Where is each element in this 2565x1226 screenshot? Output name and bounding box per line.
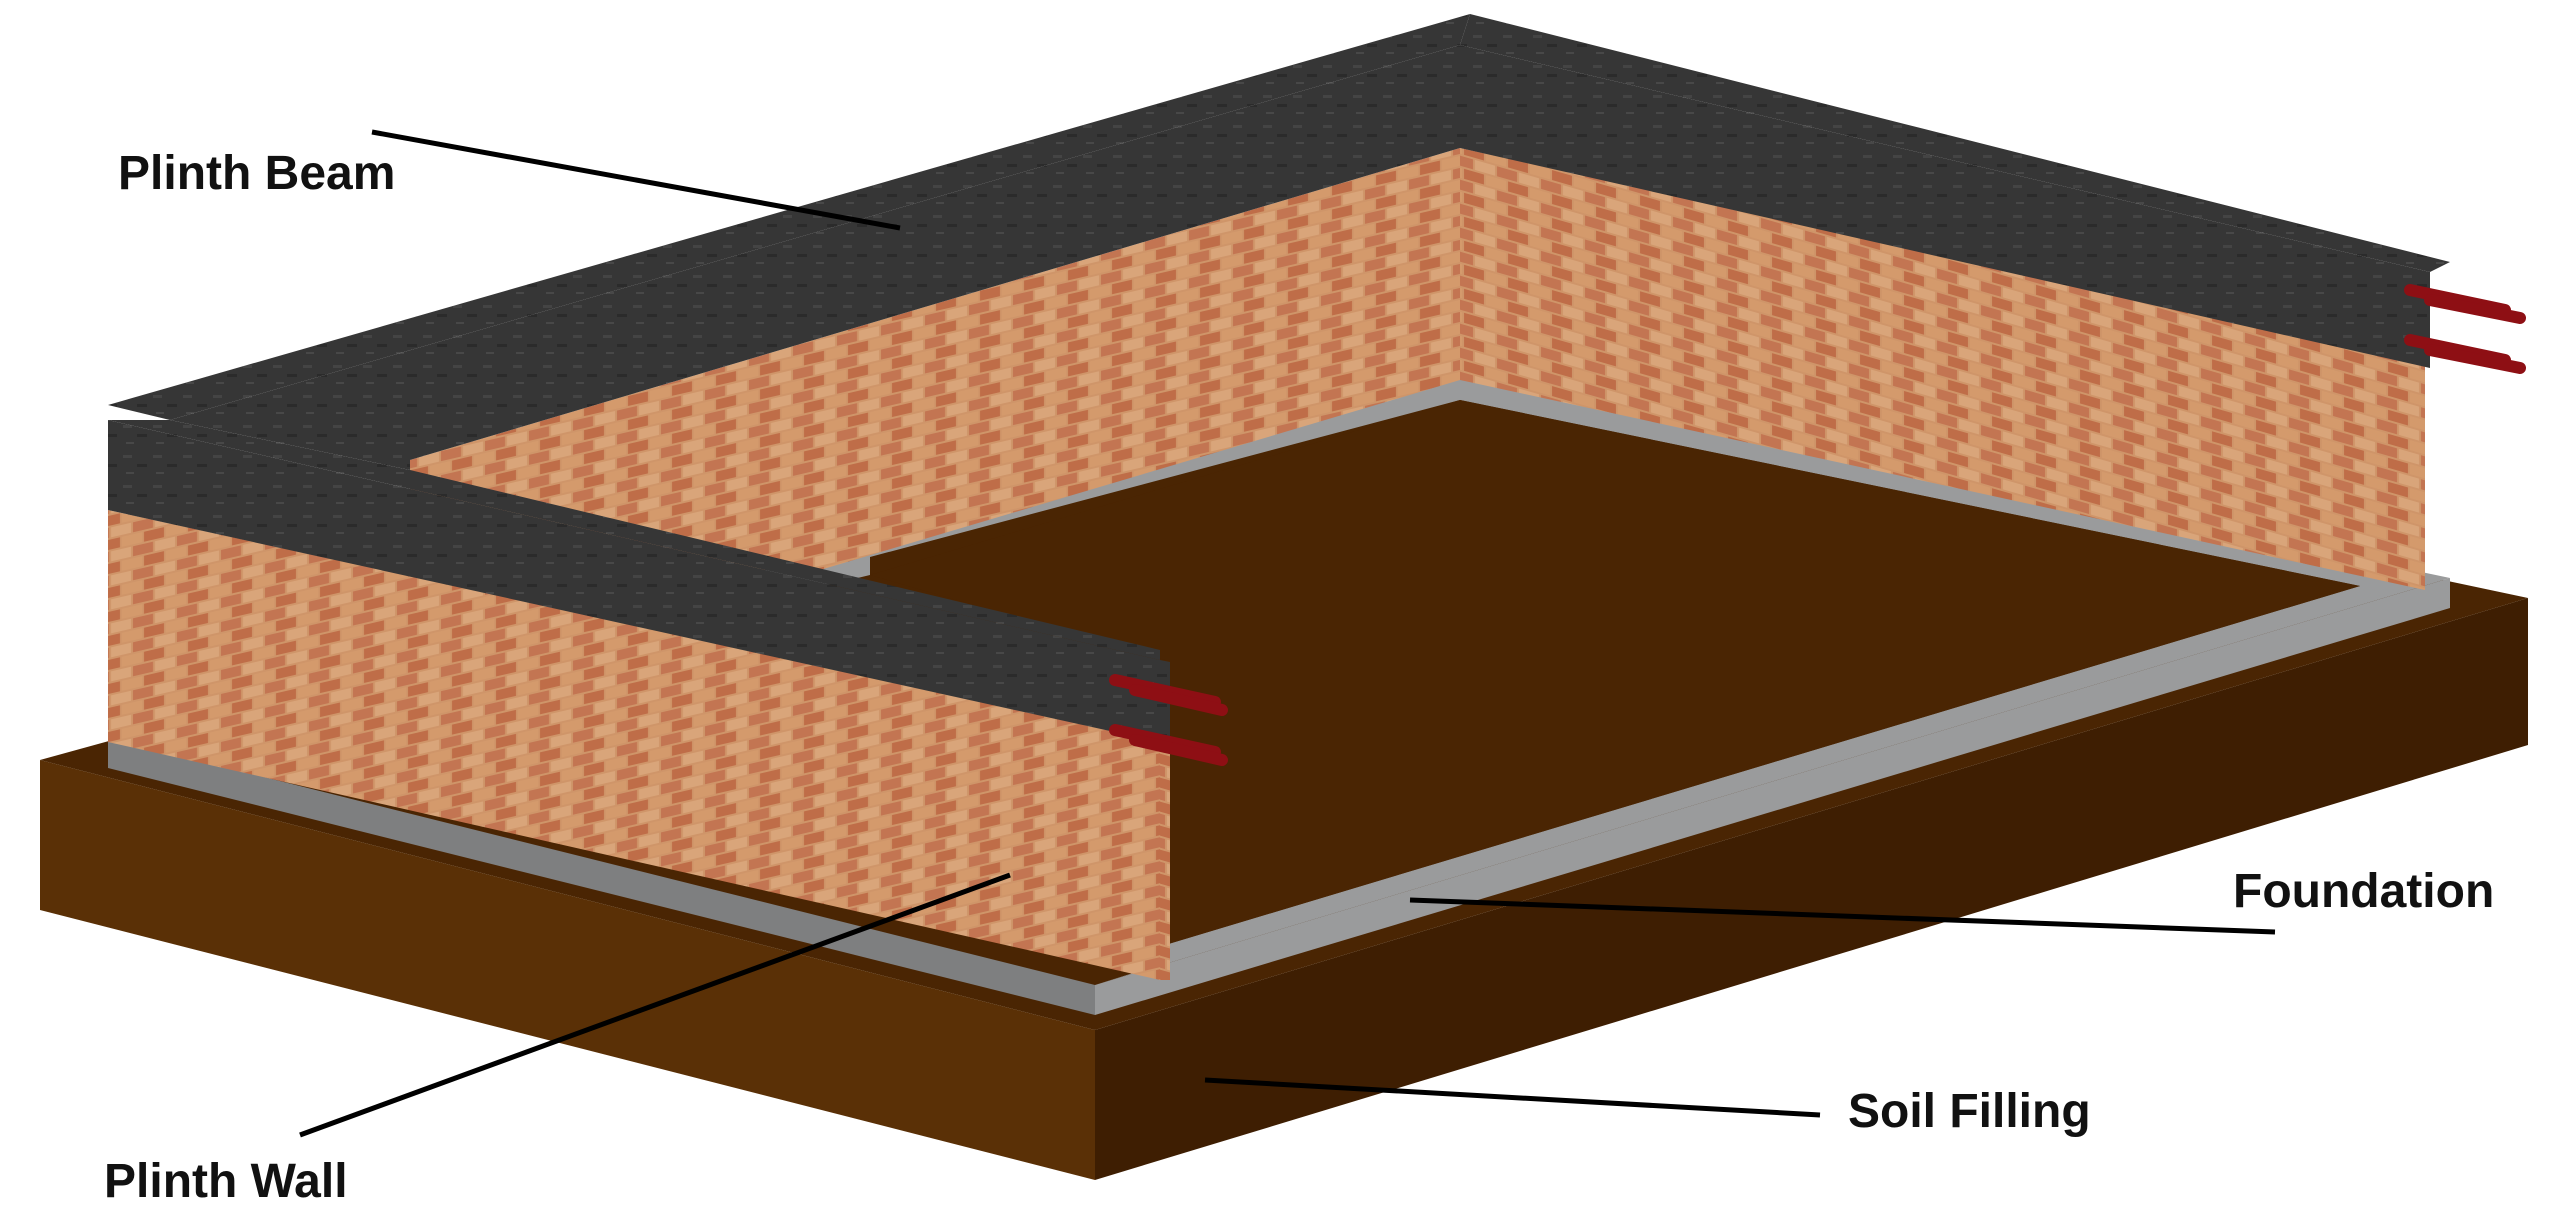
inner-soil-floor [870,400,2360,945]
foundation-right-face [1095,578,2450,1015]
back-left-brick-wall [410,148,1460,570]
soil-filling-label: Soil Filling [1848,1085,2091,1138]
soil-filling-left-face [40,760,1095,1180]
plinth-beam-leader-line [371,129,901,231]
rebar-back-end [2404,284,2526,374]
plinth-beam-front-face [108,420,1160,742]
foundation-left-face [108,738,1095,1015]
plinth-beam-right-top [1460,14,2450,272]
soil-filling-leader-line [1204,1077,1821,1118]
front-left-brick-wall [108,510,1160,980]
front-wall-end [1160,740,1170,980]
rebar-front-end [1109,674,1228,766]
soil-filling-right-face [1095,598,2528,1180]
plinth-wall-label: Plinth Wall [104,1155,348,1208]
back-right-brick-wall [1460,148,2425,590]
plinth-wall-leader-line [299,872,1011,1138]
plinth-beam-right-face [1460,45,2430,368]
plinth-beam-left-face [170,45,1460,470]
plinth-beam-left-top [108,14,1470,420]
plinth-beam-label: Plinth Beam [118,147,396,200]
foundation-label: Foundation [2233,865,2495,918]
foundation-leader-line [1409,897,2276,935]
